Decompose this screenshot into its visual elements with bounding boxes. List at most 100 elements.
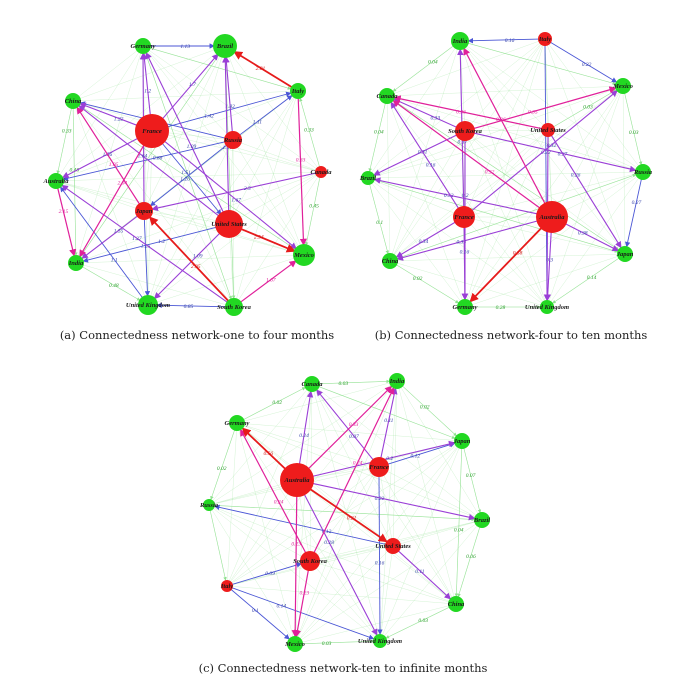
edge-australia-to-india <box>463 47 547 206</box>
node-italy <box>290 83 306 99</box>
edge-weight-label: 0.85 <box>184 304 194 310</box>
edge-weight-label: 0.33 <box>62 129 72 135</box>
node-label-unitedstates: United States <box>530 127 566 134</box>
edge-unitedstates-to-china <box>397 549 452 600</box>
edge-weight-label: 0.58 <box>513 251 523 257</box>
edge-weight-label: 0.1 <box>376 220 383 226</box>
edge-brazil-to-china <box>457 526 481 598</box>
edge-france-to-china <box>395 221 457 258</box>
edge-southkorea-to-germany <box>239 428 307 555</box>
edge-weight-label: 0.11 <box>415 569 424 575</box>
edge-germany-to-italy <box>149 47 292 90</box>
edge-southkorea-to-japan <box>148 216 230 303</box>
node-label-unitedkingdom: United Kingdom <box>126 302 170 309</box>
edge-australia-to-germany <box>469 225 544 303</box>
edge-italy-to-unitedkingdom <box>231 587 375 640</box>
edge-france-to-unitedkingdom <box>377 474 383 635</box>
node-label-france: France <box>454 214 474 221</box>
edge-weight-label: 0.24 <box>299 432 309 439</box>
node-label-italy: Italy <box>538 36 551 43</box>
edge-australia-to-japan <box>563 222 619 252</box>
edge-weight-label: 1.09 <box>187 144 197 150</box>
node-label-mexico: Mexico <box>293 252 315 259</box>
node-mexico <box>293 244 315 266</box>
node-label-india: India <box>452 38 468 45</box>
edge-weight-label: 0.23 <box>299 591 309 597</box>
node-southkorea <box>300 551 320 571</box>
edge-weight-label: 1.09 <box>193 253 203 259</box>
edge-italy-to-india <box>467 37 540 44</box>
edge-japan-to-china <box>76 106 141 206</box>
node-australia <box>48 173 64 189</box>
node-russia <box>635 164 651 180</box>
edge-weight-label: 0.38 <box>578 231 588 237</box>
edge-weight-label: 0.28 <box>324 540 334 546</box>
edge-weight-label: 2.04 <box>117 180 127 187</box>
edge-weight-label: 1.67 <box>231 198 241 204</box>
edge-weight-label: 0.32 <box>444 193 454 199</box>
edge-weight-label: 1.2 <box>144 89 151 95</box>
edge-india-to-canada <box>392 45 455 92</box>
node-japan <box>454 433 470 449</box>
edge-weight-label: 0.09 <box>265 571 275 577</box>
node-canada <box>379 88 395 104</box>
node-label-canada: Canada <box>302 381 324 388</box>
edge-weight-label: 0.03 <box>418 618 428 624</box>
edge-russia-to-italy <box>238 95 293 137</box>
edge-france-to-germany <box>461 225 469 301</box>
node-france <box>453 206 475 228</box>
edge-italy-to-southkorea <box>231 562 302 586</box>
node-label-canada: Canada <box>311 169 333 176</box>
edge-southkorea-to-india <box>312 387 395 555</box>
edge-weight-label: 1.05 <box>109 162 119 168</box>
edge-weight-label: 0.12 <box>410 454 420 460</box>
node-label-france: France <box>369 464 389 471</box>
node-unitedstates <box>541 123 555 137</box>
node-label-russia: Russia <box>223 137 243 144</box>
edge-weight-label: 0.02 <box>413 276 423 282</box>
node-label-italy: Italy <box>220 583 233 590</box>
node-label-france: France <box>142 128 162 135</box>
node-label-unitedstates: United States <box>211 221 247 228</box>
node-label-china: China <box>382 258 399 265</box>
edge-weight-label: 0.2 <box>462 193 469 199</box>
node-france <box>369 457 389 477</box>
node-label-germany: Germany <box>453 304 478 311</box>
edge-unitedstates-to-china <box>78 105 221 218</box>
node-japan <box>617 246 633 262</box>
node-label-india: India <box>389 378 405 385</box>
edge-japan-to-unitedkingdom <box>552 257 620 304</box>
edge-australia-to-brazil <box>310 482 476 521</box>
edge-canada-to-mexico <box>304 176 321 246</box>
edge-russia-to-japan <box>625 178 643 248</box>
node-southkorea <box>455 121 475 141</box>
edge-australia-to-unitedkingdom <box>302 491 378 636</box>
edge-weight-label: 0.32 <box>547 143 557 149</box>
edge-australia-to-canada <box>392 99 543 210</box>
edge-weight-label: 0.33 <box>349 422 359 428</box>
edge-weight-label: 1.11 <box>253 120 262 126</box>
edge-germany-to-russia <box>210 429 236 500</box>
edge-weight-label: 0.24 <box>353 459 363 466</box>
edge-weight-label: 0.34 <box>419 238 429 245</box>
edge-canada-to-india <box>318 379 390 385</box>
edge-italy-to-unitedkingdom <box>544 44 550 301</box>
node-china <box>448 596 464 612</box>
node-label-australia: Australia <box>539 214 566 221</box>
node-australia <box>536 201 568 233</box>
node-china <box>65 93 81 109</box>
edge-brazil-to-southkorea <box>225 55 236 300</box>
edge-russia-to-italy <box>209 509 227 581</box>
edge-weight-label: 0.14 <box>276 603 286 610</box>
edge-weight-label: 0.03 <box>629 130 639 136</box>
node-brazil <box>361 171 375 185</box>
edge-italy-to-mexico <box>297 97 307 246</box>
edge-france-to-italy <box>164 91 292 128</box>
node-canada <box>315 166 327 178</box>
edge-weight-label: 0.33 <box>304 127 314 133</box>
edge-brazil-to-india <box>79 53 220 258</box>
edge-canada-to-japan <box>151 172 317 212</box>
node-australia <box>280 463 314 497</box>
edge-unitedstates-to-mexico <box>239 227 296 253</box>
node-germany <box>457 299 473 315</box>
